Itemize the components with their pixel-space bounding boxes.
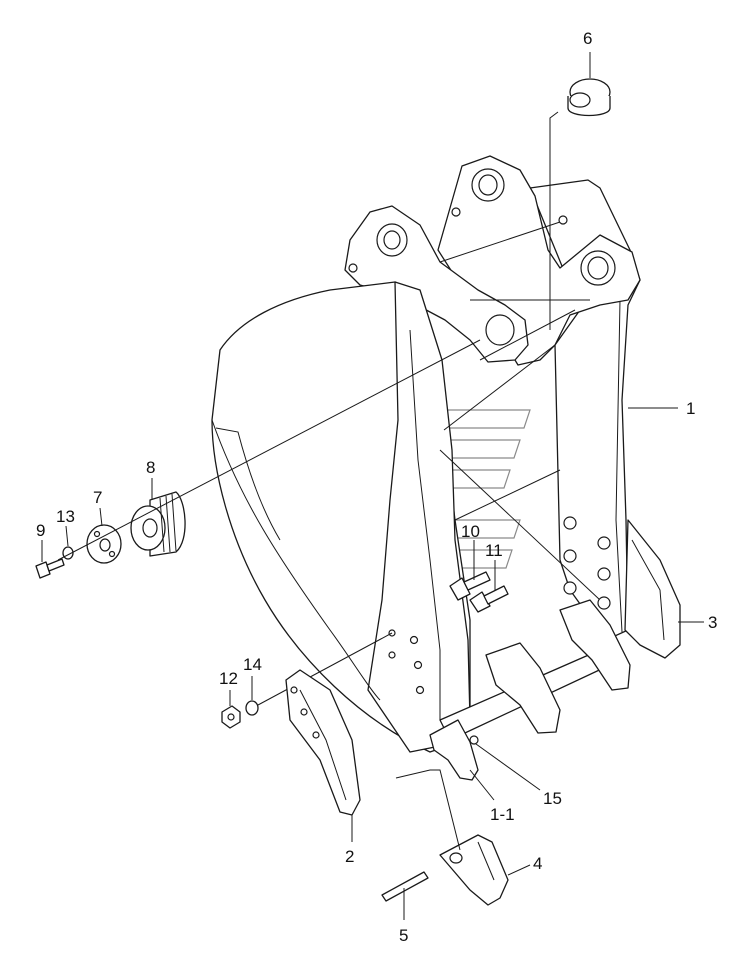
lock-15: [469, 735, 479, 745]
callout-8: 8: [146, 458, 155, 477]
leader-pin-axis: [57, 339, 481, 561]
callout-14: 14: [243, 655, 262, 674]
leader-4: [507, 864, 531, 876]
callout-1-1: 1-1: [490, 805, 515, 824]
flange-plate: [86, 524, 122, 564]
callout-15: 15: [543, 789, 562, 808]
callout-7: 7: [93, 488, 102, 507]
leader-7: [99, 507, 103, 527]
leader-tooth-axis: [395, 769, 461, 851]
leader-1-1: [469, 769, 495, 801]
callout-13: 13: [56, 507, 75, 526]
callout-5: 5: [399, 926, 408, 945]
side-cutter-left: [285, 669, 361, 816]
callout-9: 9: [36, 521, 45, 540]
pin-5: [381, 871, 429, 902]
callout-11: 11: [485, 541, 503, 560]
leader-6-axis: [549, 111, 559, 330]
bucket-body: [211, 155, 641, 753]
side-cutter-right: [624, 519, 681, 659]
callout-3: 3: [708, 613, 717, 632]
bushing: [567, 78, 611, 117]
leader-15: [475, 743, 541, 791]
washer-14: [245, 700, 259, 716]
callout-2: 2: [345, 847, 354, 866]
bolt-9: [35, 558, 65, 579]
nut-12: [221, 705, 241, 729]
callout-1: 1: [686, 399, 695, 418]
teeth-row: [429, 599, 631, 781]
callout-6: 6: [583, 29, 592, 48]
callout-10: 10: [461, 522, 480, 541]
leader-13: [65, 525, 69, 547]
tooth-4: [439, 834, 509, 906]
callout-4: 4: [533, 854, 542, 873]
bolt-10: [449, 571, 491, 601]
callout-12: 12: [219, 669, 238, 688]
pin-boss: [130, 491, 186, 557]
bolt-11: [469, 585, 509, 613]
leader-nut-axis: [257, 632, 393, 706]
